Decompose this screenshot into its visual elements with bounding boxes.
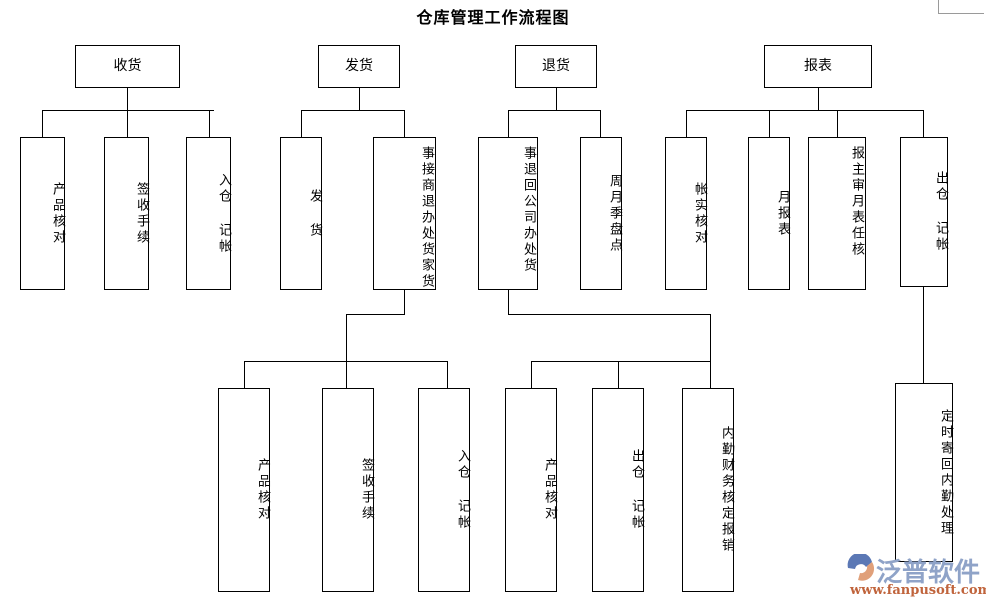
node-text-col-1: 报主审	[849, 146, 864, 194]
node-finance-audit-reimbursement[interactable]: 内勤财务核定报销	[682, 388, 734, 592]
connector-company-return-riser	[710, 314, 711, 362]
node-root-reports[interactable]: 报表	[764, 45, 872, 88]
connector-company-return-stem-v	[508, 290, 509, 315]
connector-group-e-drop-2	[346, 361, 347, 388]
node-text-col-1: 定时寄回内勤处理	[938, 408, 953, 537]
connector-reports-drop-3	[837, 110, 838, 137]
node-text-col-1: 月报表	[775, 189, 790, 238]
connector-shipping-bus	[301, 110, 405, 111]
connector-shipping-stem	[359, 88, 360, 111]
node-product-check-return-company[interactable]: 产品核对	[505, 388, 557, 592]
connector-outbound-to-mailback	[923, 287, 924, 383]
connector-group-f-drop-2	[618, 361, 619, 388]
connector-group-f-drop-1	[531, 361, 532, 388]
node-ship-goods[interactable]: 发 货	[280, 137, 322, 290]
node-product-check-return-merchant[interactable]: 产品核对	[218, 388, 270, 592]
page-title: 仓库管理工作流程图	[416, 8, 570, 27]
node-text-col-1: 帐实核对	[692, 181, 707, 246]
node-text-col-1: 产品核对	[50, 181, 65, 246]
node-text-col-1: 周月季盘点	[607, 173, 622, 254]
node-text-col-1: 事退回公司	[521, 146, 536, 226]
connector-returns-drop-1	[508, 110, 509, 137]
node-report-supervisor-review[interactable]: 报主审 月表任核	[808, 137, 866, 290]
connector-receiving-drop-2	[127, 110, 128, 137]
node-text-col-1: 入仓 记帐	[455, 449, 470, 531]
connector-receiving-drop-1	[42, 110, 43, 137]
node-text-col-1: 发 货	[307, 188, 322, 239]
connector-merchant-return-stem-h	[346, 314, 405, 315]
watermark-url: www.fanpusoft.com	[850, 583, 986, 598]
node-text-col-1: 内勤财务核定报销	[719, 426, 734, 554]
node-text-col-2: 办处货家货	[419, 210, 434, 290]
node-text-col-1: 入仓 记帐	[216, 172, 231, 255]
node-text-col-1: 产品核对	[255, 458, 270, 522]
connector-reports-drop-2	[769, 110, 770, 137]
node-outbound-bookkeeping[interactable]: 出仓 记帐	[900, 137, 948, 287]
node-text-col-1: 签收手续	[359, 458, 374, 522]
node-text-col-1: 事接商退	[419, 146, 434, 210]
node-sign-receipt-procedure[interactable]: 签收手续	[104, 137, 149, 290]
connector-group-e-drop-1	[244, 361, 245, 388]
node-text-col-1: 签收手续	[134, 181, 149, 246]
connector-group-f-bus	[531, 361, 711, 362]
fanpu-logo-icon	[847, 554, 875, 581]
connector-merchant-return-riser	[346, 314, 347, 362]
node-product-check-receiving[interactable]: 产品核对	[20, 137, 65, 290]
node-inbound-bookkeeping[interactable]: 入仓 记帐	[186, 137, 231, 290]
node-text-col-1: 出仓 记帐	[933, 171, 948, 253]
connector-shipping-drop-2	[404, 110, 405, 137]
connector-group-e-drop-3	[447, 361, 448, 388]
connector-merchant-return-stem-v	[404, 290, 405, 315]
connector-company-return-stem-h	[508, 314, 711, 315]
node-inbound-bookkeeping-2[interactable]: 入仓 记帐	[418, 388, 470, 592]
connector-returns-bus	[508, 110, 601, 111]
node-scheduled-mail-back[interactable]: 定时寄回内勤处理	[895, 383, 953, 562]
node-text-col-2: 月表任核	[849, 194, 864, 258]
connector-receiving-stem	[127, 88, 128, 111]
connector-shipping-drop-1	[301, 110, 302, 137]
connector-returns-drop-2	[600, 110, 601, 137]
node-sign-receipt-procedure-2[interactable]: 签收手续	[322, 388, 374, 592]
node-text-col-1: 出仓 记帐	[629, 449, 644, 531]
connector-returns-stem	[556, 88, 557, 111]
connector-reports-drop-1	[686, 110, 687, 137]
node-periodic-stocktake[interactable]: 周月季盘点	[580, 137, 622, 290]
connector-receiving-bus	[42, 110, 214, 111]
connector-reports-bus	[686, 110, 924, 111]
node-text-col-1: 产品核对	[542, 458, 557, 522]
connector-receiving-drop-3	[209, 110, 210, 137]
node-root-receiving[interactable]: 收货	[75, 45, 180, 88]
node-outbound-bookkeeping-2[interactable]: 出仓 记帐	[592, 388, 644, 592]
connector-group-f-drop-3	[710, 361, 711, 388]
node-merchant-return-handling[interactable]: 事接商退 办处货家货	[373, 137, 436, 290]
page-corner-mark	[938, 0, 984, 14]
node-ledger-reconciliation[interactable]: 帐实核对	[665, 137, 707, 290]
connector-reports-drop-4	[923, 110, 924, 137]
node-text-col-2: 办处货	[521, 226, 536, 274]
node-root-shipping[interactable]: 发货	[318, 45, 400, 88]
node-monthly-report[interactable]: 月报表	[748, 137, 790, 290]
node-root-returns[interactable]: 退货	[515, 45, 597, 88]
node-company-return-handling[interactable]: 事退回公司 办处货	[478, 137, 538, 290]
connector-reports-stem	[818, 88, 819, 111]
